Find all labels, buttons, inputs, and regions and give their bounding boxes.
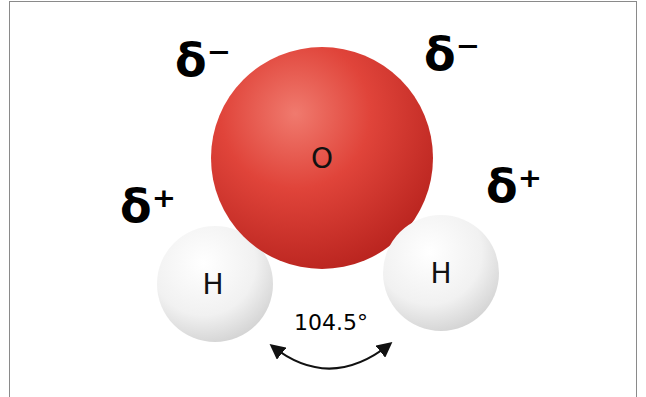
- partial-charge: δ⁻: [175, 33, 231, 87]
- partial-charge: δ⁺: [486, 159, 542, 213]
- oxygen-atom: O: [211, 47, 433, 269]
- atom-symbol: H: [430, 257, 451, 290]
- bond-angle: 104.5°: [294, 310, 368, 335]
- hydrogen-atom: H: [155, 226, 271, 342]
- hydrogen-atom: H: [383, 215, 499, 331]
- atom-symbol: O: [311, 142, 333, 175]
- atom-symbol: H: [202, 268, 223, 301]
- partial-charge: δ⁻: [424, 27, 480, 81]
- partial-charge: δ⁺: [120, 179, 176, 233]
- frame: [10, 2, 637, 397]
- angle-arrow: [272, 344, 390, 369]
- hydrogen-sphere: [383, 215, 499, 331]
